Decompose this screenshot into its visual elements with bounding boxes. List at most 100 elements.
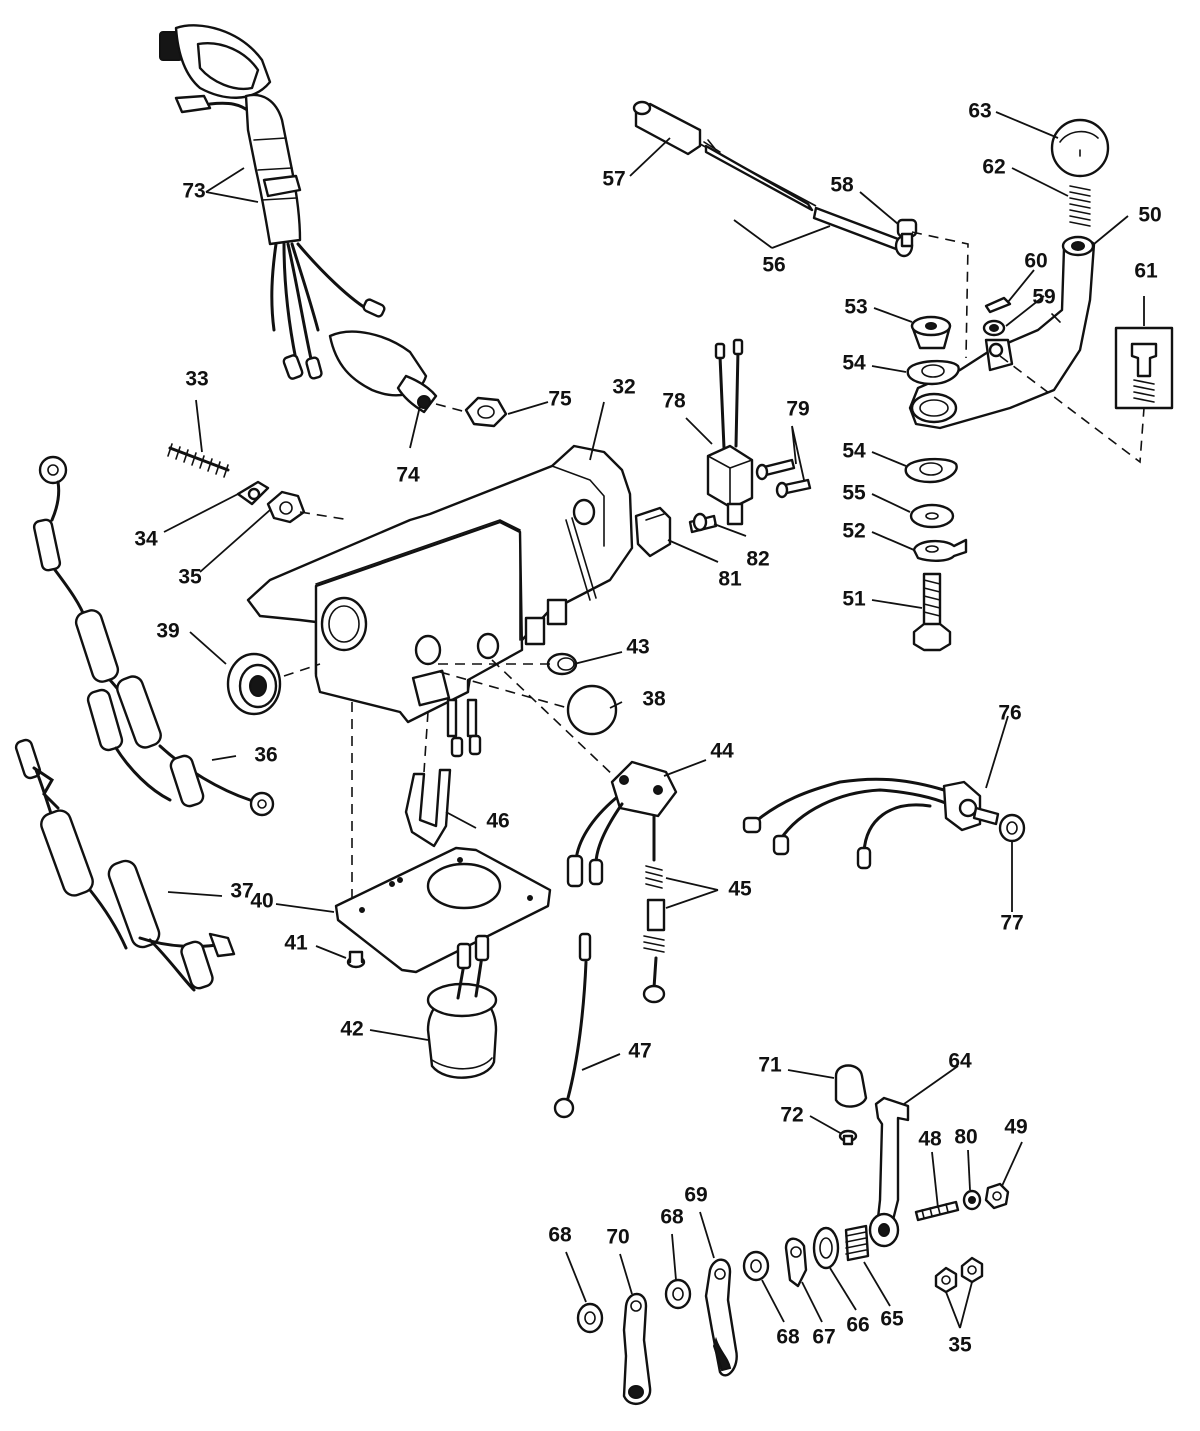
callout-40: 40 [250, 890, 273, 913]
callout-47: 47 [628, 1040, 651, 1063]
alignment-lines [283, 231, 1145, 904]
spring-62 [1069, 185, 1091, 227]
stud-58 [896, 218, 918, 248]
washer-68-middle [664, 1278, 692, 1310]
callout-55: 55 [842, 482, 866, 505]
callout-67: 67 [812, 1326, 835, 1349]
washer-77 [998, 813, 1026, 843]
callout-61: 61 [1134, 260, 1158, 283]
cam-70 [622, 1292, 652, 1406]
callout-59: 59 [1032, 286, 1055, 309]
screw-72 [838, 1129, 858, 1146]
lead-wires-36-37 [14, 455, 275, 992]
callout-63: 63 [968, 100, 991, 123]
rod-end-57 [632, 100, 702, 156]
callout-42: 42 [340, 1018, 363, 1041]
callout-74: 74 [396, 464, 420, 487]
callout-54-bottom: 54 [842, 440, 866, 463]
knob-63 [1050, 118, 1110, 178]
callout-68-middle: 68 [660, 1206, 684, 1229]
leader-lines [163, 111, 1145, 1329]
bushing-53 [910, 315, 952, 350]
rod-56 [699, 139, 914, 258]
callout-75: 75 [548, 388, 572, 411]
washer-54-top [906, 359, 960, 386]
screws-79 [755, 458, 812, 499]
callout-70: 70 [606, 1226, 629, 1249]
switch-78 [706, 338, 754, 526]
knob-71 [834, 1064, 868, 1108]
callout-79: 79 [786, 398, 809, 421]
callout-44: 44 [710, 740, 734, 763]
nuts-35-lower [934, 1256, 984, 1294]
nut-49 [984, 1182, 1010, 1210]
washer-68-left [576, 1302, 604, 1334]
callout-35-upper: 35 [178, 566, 202, 589]
screw-82 [688, 512, 718, 534]
clamp-81 [634, 506, 672, 558]
clip-46 [404, 768, 452, 848]
callout-77: 77 [1000, 912, 1023, 935]
callout-numbers: 73 74 75 33 34 35 32 39 36 37 40 41 42 4… [134, 100, 1161, 1357]
callout-50: 50 [1138, 204, 1161, 227]
callout-71: 71 [758, 1054, 782, 1077]
callout-34: 34 [134, 528, 158, 551]
callout-64: 64 [948, 1050, 972, 1073]
callout-38: 38 [642, 688, 666, 711]
washer-54-bottom [904, 457, 958, 484]
toggle-switch-76 [742, 777, 1000, 870]
callout-36: 36 [254, 744, 277, 767]
callout-53: 53 [844, 296, 867, 319]
control-handle-50 [908, 235, 1096, 430]
nut-75 [464, 396, 508, 428]
callout-33: 33 [185, 368, 208, 391]
cotter-pin-60 [984, 296, 1012, 314]
control-housing-32 [246, 444, 634, 758]
callout-73: 73 [182, 180, 205, 203]
callout-45: 45 [728, 878, 752, 901]
cover-plate-40 [334, 846, 552, 974]
plug-43 [546, 652, 578, 676]
cam-69 [704, 1258, 738, 1377]
cap-38 [566, 684, 618, 736]
tab-washer-52 [912, 538, 968, 562]
callout-78: 78 [662, 390, 686, 413]
callout-51: 51 [842, 588, 866, 611]
detent-plate-67 [784, 1237, 808, 1288]
callout-68-right: 68 [776, 1326, 800, 1349]
washer-59 [982, 319, 1006, 337]
callout-58: 58 [830, 174, 854, 197]
spring-65 [844, 1224, 870, 1262]
callout-56: 56 [762, 254, 785, 277]
stud-48 [914, 1200, 960, 1222]
buzzer-42 [426, 934, 498, 1079]
callout-54-top: 54 [842, 352, 866, 375]
callout-49: 49 [1004, 1116, 1027, 1139]
callout-35-lower: 35 [948, 1334, 972, 1357]
plunger-kit-61 [1114, 326, 1174, 410]
callout-82: 82 [746, 548, 769, 571]
wiring-harness-73 [159, 24, 438, 414]
callout-62: 62 [982, 156, 1005, 179]
callout-65: 65 [880, 1308, 904, 1331]
callout-52: 52 [842, 520, 865, 543]
callout-66: 66 [846, 1314, 869, 1337]
callout-37: 37 [230, 880, 253, 903]
nut-35 [266, 490, 306, 524]
screw-41 [346, 950, 366, 969]
washer-80 [962, 1189, 982, 1211]
callout-81: 81 [718, 568, 742, 591]
grommet-39 [226, 652, 282, 716]
callout-32: 32 [612, 376, 635, 399]
callout-80: 80 [954, 1126, 977, 1149]
callout-72: 72 [780, 1104, 803, 1127]
callout-57: 57 [602, 168, 625, 191]
bolt-51 [912, 572, 952, 652]
callout-69: 69 [684, 1184, 707, 1207]
callout-68-left: 68 [548, 1224, 572, 1247]
washer-66 [812, 1226, 840, 1270]
washer-55 [909, 503, 955, 529]
shift-lever-64 [868, 1096, 910, 1248]
callout-48: 48 [918, 1128, 942, 1151]
